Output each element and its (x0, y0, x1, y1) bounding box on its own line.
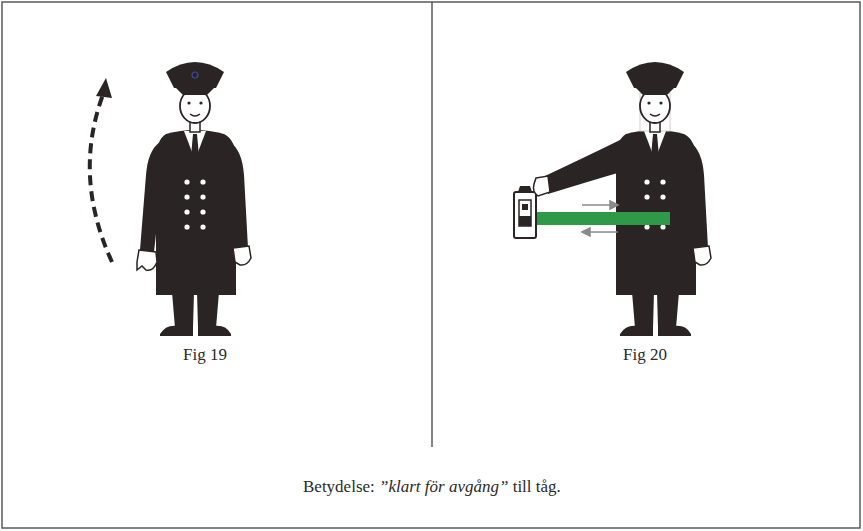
divider-line (431, 2, 433, 447)
conductor-figure-part (192, 72, 198, 78)
conductor-with-lantern-part (657, 292, 679, 328)
conductor-figure-part-part (184, 224, 189, 229)
conductor-with-lantern-part (518, 186, 532, 192)
conductor-with-lantern-part-part (644, 194, 649, 199)
conductor-with-lantern-part (658, 326, 691, 336)
conductor-figure-part-part (200, 179, 205, 184)
conductor-figure-part (140, 142, 162, 252)
quoted-meaning: ”klart för avgång” (379, 477, 508, 496)
conductor-with-lantern-part (528, 212, 670, 225)
conductor-figure-part-part (184, 209, 189, 214)
conductor-figure-part (191, 134, 199, 162)
conductor-with-lantern-part-part (586, 231, 618, 233)
conductor-with-lantern-part-part (644, 224, 649, 229)
conductor-figure-part-part (184, 194, 189, 199)
conductor-with-lantern-part-part (610, 201, 618, 209)
conductor-with-lantern-part (534, 176, 551, 196)
conductor-figure-part (190, 114, 200, 116)
conductor-with-lantern-part-part (582, 204, 614, 206)
conductor-figure-part (187, 101, 190, 104)
conductor-figure-part (160, 326, 193, 336)
conductor-figure-part (96, 78, 112, 98)
conductor-with-lantern-part (519, 200, 531, 226)
conductor-with-lantern-part (514, 192, 536, 238)
conductor-figure-part (198, 326, 231, 336)
conductor-with-lantern-part (693, 246, 711, 265)
conductor-figure-part-part (200, 224, 205, 229)
caption-text: Betydelse: ”klart för avgång” till tåg. (303, 477, 561, 497)
conductor-with-lantern-part-part (660, 194, 665, 199)
conductor-with-lantern-part (522, 204, 528, 210)
conductor-figure-part (156, 130, 236, 295)
conductor-figure-part (166, 62, 224, 88)
conductor-figure-part (230, 142, 248, 250)
conductor-with-lantern-part (545, 138, 628, 194)
conductor-with-lantern-part-part (644, 179, 649, 184)
conductor-with-lantern-part-part (660, 179, 665, 184)
conductor-figure-part-part (200, 209, 205, 214)
conductor-with-lantern-part (519, 216, 531, 226)
conductor-with-lantern-part (690, 142, 708, 250)
figure-label: Fig 19 (183, 345, 227, 365)
conductor-with-lantern-part-part (582, 228, 590, 236)
figure-label: Fig 20 (623, 345, 667, 365)
conductor-figure-part (233, 246, 251, 265)
conductor-with-lantern-part (659, 101, 662, 104)
conductor-with-lantern-part (620, 326, 653, 336)
conductor-with-lantern-part (582, 201, 618, 236)
conductor-figure-part (199, 101, 202, 104)
conductor-with-lantern-part (626, 62, 684, 88)
conductor-figure-part (172, 292, 194, 328)
conductor-with-lantern (514, 62, 711, 336)
conductor-figure-part (197, 292, 219, 328)
conductor-with-lantern-part (632, 292, 654, 328)
conductor-with-lantern-part (650, 114, 660, 116)
conductor-figure-part (176, 88, 214, 95)
conductor-figure-part-part (184, 179, 189, 184)
conductor-with-lantern-part (651, 134, 659, 162)
conductor-figure-part (137, 250, 157, 270)
conductor-with-lantern-part-part (660, 224, 665, 229)
conductor-figure-part-part (200, 194, 205, 199)
conductor-figure (90, 62, 251, 336)
conductor-with-lantern-part (647, 101, 650, 104)
conductor-figure-part (184, 179, 205, 229)
conductor-with-lantern-part (636, 88, 674, 95)
conductor-figure-part (90, 92, 112, 262)
